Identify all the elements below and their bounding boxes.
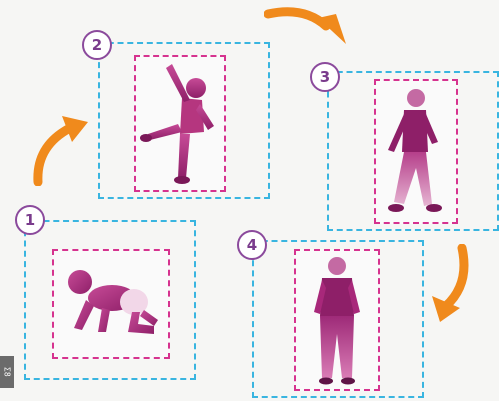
stage-1-badge: 1 — [15, 205, 45, 235]
arrow-2-to-3 — [264, 0, 350, 48]
arrow-3-to-4 — [430, 244, 476, 324]
arrow-1-to-2 — [26, 112, 92, 186]
walking-elderly-man-figure — [382, 86, 452, 218]
crawling-baby-figure — [62, 262, 162, 342]
jumping-child-figure — [138, 60, 222, 186]
stage-4-number: 4 — [247, 236, 257, 254]
corner-tag: Ʃ8 — [0, 356, 14, 388]
stage-2-number: 2 — [92, 36, 102, 54]
stage-4-badge: 4 — [237, 230, 267, 260]
stage-3-badge: 3 — [310, 62, 340, 92]
stage-1-number: 1 — [25, 211, 35, 229]
standing-man-figure — [306, 254, 368, 388]
stage-2-badge: 2 — [82, 30, 112, 60]
stage-3-number: 3 — [320, 68, 330, 86]
